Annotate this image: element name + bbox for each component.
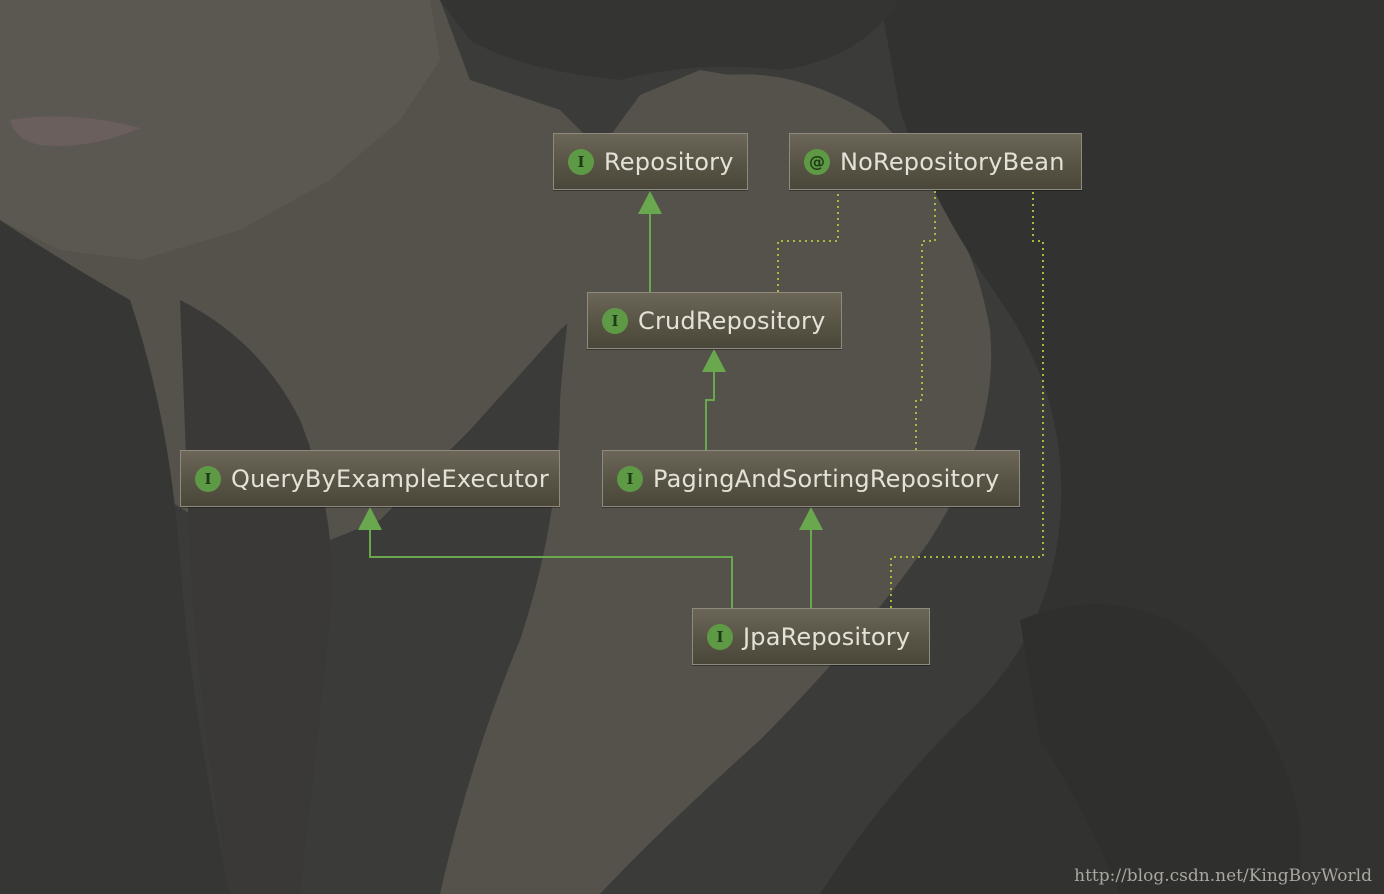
node-crud-repository[interactable]: I CrudRepository bbox=[587, 292, 842, 349]
annotation-icon: @ bbox=[804, 148, 830, 175]
node-label: PagingAndSortingRepository bbox=[653, 464, 1000, 493]
edge-paging-annotated bbox=[915, 190, 936, 450]
interface-icon: I bbox=[568, 148, 594, 175]
node-label: Repository bbox=[604, 147, 734, 176]
arrowhead-query-by-example-executor bbox=[358, 507, 382, 530]
interface-icon: I bbox=[707, 623, 733, 650]
watermark-url: http://blog.csdn.net/KingBoyWorld bbox=[1074, 866, 1372, 886]
node-repository[interactable]: I Repository bbox=[553, 133, 748, 190]
node-query-by-example-executor[interactable]: I QueryByExampleExecutor bbox=[180, 450, 560, 507]
arrowhead-paging-and-sorting-repository bbox=[799, 507, 823, 530]
interface-icon: I bbox=[602, 307, 628, 334]
interface-icon: I bbox=[617, 465, 643, 492]
node-no-repository-bean[interactable]: @ NoRepositoryBean bbox=[789, 133, 1082, 190]
arrowhead-repository bbox=[638, 191, 662, 214]
edge-paging-to-crud bbox=[705, 372, 715, 450]
edge-jpa-annotated bbox=[890, 190, 1044, 608]
node-label: QueryByExampleExecutor bbox=[231, 464, 549, 493]
node-label: CrudRepository bbox=[638, 306, 826, 335]
edge-crud-annotated bbox=[777, 190, 839, 292]
node-paging-and-sorting-repository[interactable]: I PagingAndSortingRepository bbox=[602, 450, 1020, 507]
node-jpa-repository[interactable]: I JpaRepository bbox=[692, 608, 930, 665]
edge-jpa-to-query-by-example bbox=[369, 530, 733, 608]
node-label: JpaRepository bbox=[743, 622, 911, 651]
arrowhead-crud-repository bbox=[702, 349, 726, 372]
interface-icon: I bbox=[195, 465, 221, 492]
node-label: NoRepositoryBean bbox=[840, 147, 1065, 176]
